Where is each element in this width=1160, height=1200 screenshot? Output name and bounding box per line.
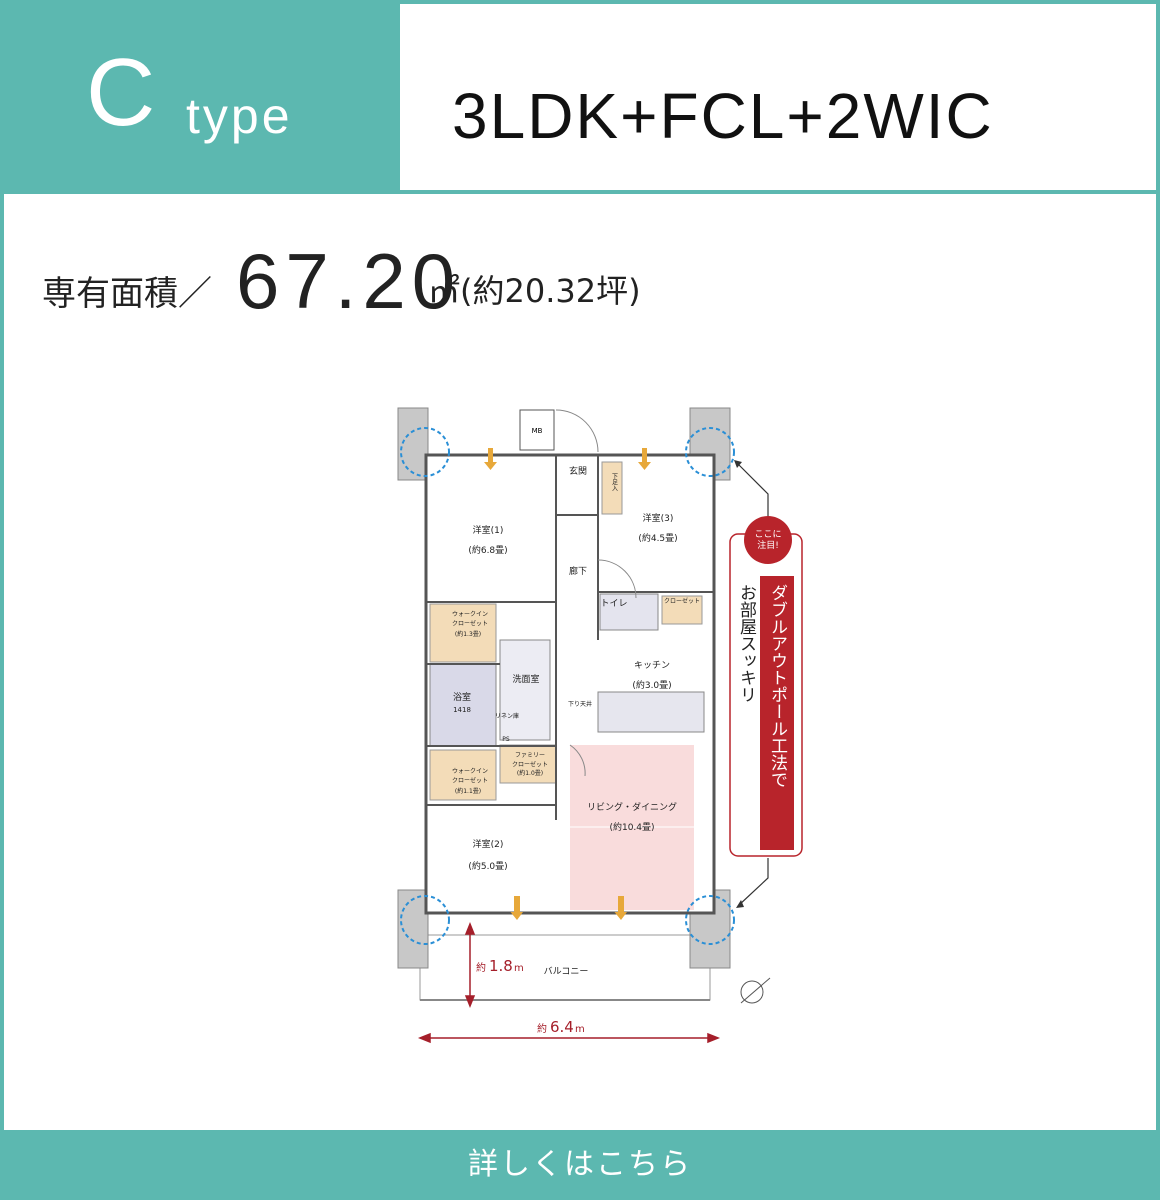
- label-wic1: ウォークインクローゼット: [452, 610, 488, 628]
- label-room2: 洋室(2): [473, 838, 504, 850]
- label-kitchen-size: (約3.0畳): [632, 679, 671, 691]
- label-ps: PS: [502, 736, 510, 743]
- column-top-left: [397, 407, 429, 481]
- label-living-size: (約10.4畳): [609, 821, 654, 833]
- closet-room3: [661, 595, 703, 625]
- compass-icon: [740, 977, 771, 1004]
- callout-red-text: ダブルアウトポール工法で: [767, 584, 788, 788]
- label-family-closet: ファミリークローゼット: [512, 752, 548, 769]
- airflow-arrows: [484, 448, 651, 920]
- label-bath-size: 1418: [453, 706, 471, 714]
- callout-black-text: お部屋スッキリ: [736, 584, 757, 703]
- type-badge: C type: [0, 0, 400, 192]
- mb-label: MB: [532, 427, 543, 435]
- label-wic2-size: (約1.1畳): [455, 787, 481, 795]
- width-prefix: 約: [537, 1022, 547, 1035]
- label-lowered-ceiling: 下り天井: [568, 700, 592, 708]
- label-room2-size: (約5.0畳): [468, 860, 507, 872]
- label-hallway: 廊下: [569, 565, 587, 577]
- kitchen-counter: [597, 691, 705, 733]
- type-letter: C: [86, 39, 156, 146]
- details-link[interactable]: 詳しくはこちら: [0, 1130, 1160, 1200]
- area-value: 67.20: [236, 237, 462, 325]
- plan-type-title: 3LDK+FCL+2WIC: [452, 80, 994, 152]
- bathroom: [429, 663, 497, 747]
- label-room3-size: (約4.5畳): [638, 532, 677, 544]
- washroom: [499, 639, 551, 741]
- wic-1: [429, 603, 497, 663]
- mb-box: [519, 409, 555, 451]
- label-wic2: ウォークインクローゼット: [452, 767, 488, 785]
- area-label: 専有面積／: [42, 274, 212, 314]
- shoe-storage: [601, 461, 623, 515]
- label-living: リビング・ダイニング: [587, 801, 677, 813]
- label-toilet: トイレ: [600, 599, 627, 609]
- label-washroom: 洗面室: [512, 673, 539, 685]
- width-unit: m: [575, 1024, 585, 1035]
- label-entrance: 玄関: [569, 465, 587, 477]
- floor-plan: MB 洋室(1) (約6.8畳) 洋室(3) (約4.5畳) 洋室(2) (約5…: [397, 407, 803, 1044]
- label-kitchen: キッチン: [634, 660, 670, 671]
- toilet-room: [599, 593, 659, 631]
- label-room3: 洋室(3): [643, 512, 674, 524]
- label-balcony: バルコニー: [544, 966, 589, 977]
- area-unit: ㎡: [428, 272, 461, 310]
- header-divider: [0, 190, 1160, 194]
- label-family-closet-size: (約1.0畳): [517, 769, 543, 777]
- dimension-lines: [417, 921, 721, 1044]
- label-shoe-storage: 下足入: [611, 473, 618, 491]
- area-tsubo: (約20.32坪): [460, 272, 641, 310]
- depth-value: 1.8: [489, 957, 513, 975]
- label-room1-size: (約6.8畳): [468, 544, 507, 556]
- label-room1: 洋室(1): [473, 524, 504, 536]
- label-wic1-size: (約1.3畳): [455, 630, 481, 638]
- depth-prefix: 約: [476, 961, 486, 974]
- label-linen: リネン庫: [495, 712, 519, 720]
- wic-2: [429, 749, 497, 801]
- width-value: 6.4: [550, 1018, 574, 1036]
- label-closet-room3: クローゼット: [664, 597, 700, 605]
- outpole-circles: [400, 427, 735, 945]
- callout-badge: [744, 516, 792, 564]
- depth-unit: m: [514, 963, 524, 974]
- callout-red-band: [760, 576, 794, 850]
- label-bath: 浴室: [453, 691, 471, 703]
- callout-badge-text: ここに注目!: [754, 529, 781, 551]
- type-word: type: [186, 88, 293, 144]
